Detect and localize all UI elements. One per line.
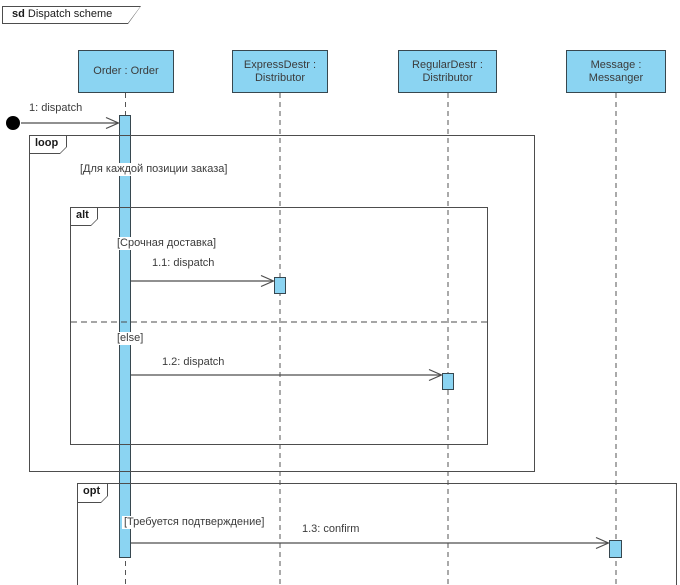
fragment-loop-pentagon[interactable]: loop: [29, 135, 67, 154]
lifeline-head-expressdestr-label: ExpressDestr : Distributor: [243, 58, 317, 84]
message-1-label[interactable]: 1: dispatch: [27, 102, 85, 115]
message-1-1-label[interactable]: 1.1: dispatch: [150, 257, 217, 270]
fragment-alt-operator: alt: [71, 208, 97, 225]
fragment-alt[interactable]: alt: [70, 207, 488, 445]
lifeline-head-order[interactable]: Order : Order: [78, 50, 174, 93]
title-text: Dispatch scheme: [24, 8, 113, 20]
fragment-alt-else-label[interactable]: [else]: [115, 332, 146, 345]
lifeline-head-regulardestr-label: RegularDestr : Distributor: [412, 58, 483, 84]
fragment-loop-operator: loop: [30, 136, 66, 153]
fragment-alt-guard[interactable]: [Срочная доставка]: [115, 237, 219, 250]
fragment-opt[interactable]: opt: [77, 483, 677, 585]
title-keyword: sd: [12, 8, 25, 20]
fragment-opt-operator: opt: [78, 484, 107, 502]
lifeline-head-expressdestr[interactable]: ExpressDestr : Distributor: [232, 50, 328, 93]
message-1-2-label[interactable]: 1.2: dispatch: [160, 356, 227, 369]
fragment-loop[interactable]: loop: [29, 135, 535, 472]
lifeline-head-message[interactable]: Message : Messanger: [566, 50, 666, 93]
diagram-title: sd Dispatch scheme: [3, 7, 140, 23]
fragment-opt-guard[interactable]: [Требуется подтверждение]: [122, 516, 267, 529]
message-1-3-label[interactable]: 1.3: confirm: [300, 523, 362, 536]
lifeline-head-regulardestr[interactable]: RegularDestr : Distributor: [398, 50, 497, 93]
diagram-title-tab[interactable]: sd Dispatch scheme: [2, 6, 141, 24]
fragment-loop-guard[interactable]: [Для каждой позиции заказа]: [78, 163, 230, 176]
lifeline-head-order-label: Order : Order: [93, 65, 159, 77]
fragment-opt-pentagon[interactable]: opt: [77, 483, 108, 503]
lifeline-head-message-label: Message : Messanger: [588, 58, 644, 84]
activation-regulardestr[interactable]: [442, 373, 454, 390]
fragment-alt-pentagon[interactable]: alt: [70, 207, 98, 226]
